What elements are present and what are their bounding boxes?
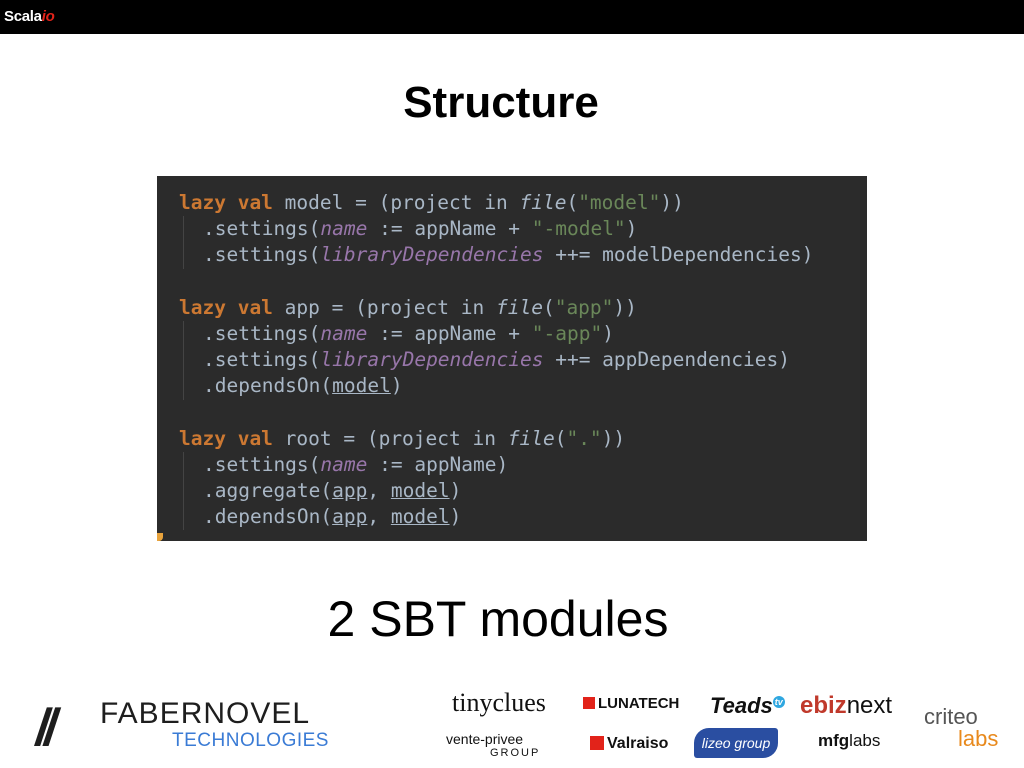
code-blank [179, 400, 814, 426]
mfg-text: mfg [818, 731, 850, 750]
valraiso-icon [590, 736, 604, 750]
code-text: .settings( [203, 243, 321, 267]
code-text: ++= modelDependencies) [543, 243, 814, 267]
code-func: file [495, 295, 543, 319]
code-text: := appName) [367, 452, 509, 476]
code-line-6: .settings(libraryDependencies ++= appDep… [179, 347, 814, 374]
code-line-5: .settings(name := appName + "-app") [179, 320, 814, 348]
code-text: , [367, 505, 391, 529]
code-ref: model [390, 479, 450, 503]
top-bar: Scalaio [0, 0, 1024, 34]
code-string: "." [566, 426, 602, 450]
code-blank [179, 269, 814, 295]
code-text: ( [566, 191, 579, 214]
code-line-9: .settings(name := appName) [179, 451, 814, 479]
code-line-4: lazy val app = (project in file("app")) [179, 295, 814, 321]
mfg-labs-text: labs [849, 731, 881, 750]
code-text: )) [601, 426, 626, 450]
slide-title: Structure [403, 78, 599, 127]
valraiso-text: Valraiso [607, 735, 669, 752]
code-keyword: lazy val [179, 191, 273, 214]
code-snippet: lazy val model = (project in file("model… [157, 176, 867, 541]
code-lines: lazy val model = (project in file("model… [179, 190, 814, 531]
mfg-labs-logo: mfglabs [818, 731, 880, 751]
code-text: )) [660, 191, 684, 214]
code-keyword: lazy val [179, 426, 273, 450]
code-line-11: .dependsOn(app, model) [179, 504, 814, 531]
code-text: ( [554, 426, 567, 450]
ebiznext-text-b: next [846, 692, 893, 719]
code-text: app = (project in [272, 295, 496, 319]
code-text: .settings( [203, 348, 321, 372]
code-ref: app [332, 505, 368, 529]
teads-text: Teads [710, 693, 773, 718]
code-line-7: .dependsOn(model) [179, 373, 814, 400]
code-string: "model" [578, 191, 661, 214]
code-string: "app" [554, 295, 614, 319]
code-text: model = (project in [272, 191, 520, 214]
code-line-2: .settings(name := appName + "-model") [179, 216, 814, 243]
code-ref: model [390, 505, 450, 529]
code-text: .settings( [203, 452, 321, 476]
brand-main: Scala [4, 8, 42, 25]
code-prop: name [320, 452, 368, 476]
ebiznext-text-a: ebiz [800, 692, 847, 719]
code-string: "-model" [531, 217, 626, 241]
code-text: := appName + [367, 321, 532, 345]
tinyclues-logo: tinyclues [452, 688, 546, 717]
vente-privee-text: vente-privee [446, 731, 524, 747]
fabernovel-technologies: TECHNOLOGIES [172, 730, 329, 751]
fabernovel-name: FABERNOVEL [100, 697, 311, 730]
code-text: , [367, 479, 391, 503]
teads-badge: tv [772, 695, 785, 708]
code-text: )) [613, 295, 637, 319]
code-text: .settings( [203, 217, 321, 241]
code-string: "-app" [531, 321, 603, 345]
code-text: ) [390, 374, 403, 398]
valraiso-logo: Valraiso [590, 735, 668, 753]
lunatech-text: LUNATECH [598, 695, 680, 712]
code-text: .dependsOn( [203, 505, 333, 529]
text-caret [157, 533, 163, 541]
code-text: ) [625, 217, 638, 241]
code-prop: name [320, 321, 368, 345]
code-line-1: lazy val model = (project in file("model… [179, 190, 814, 216]
code-line-10: .aggregate(app, model) [179, 478, 814, 505]
ebiznext-logo: ebiznext [800, 692, 892, 720]
code-ref: model [332, 374, 391, 398]
code-text: ++= appDependencies) [543, 348, 791, 372]
brand-accent: io [41, 8, 55, 25]
code-prop: libraryDependencies [320, 348, 544, 372]
code-prop: name [320, 217, 368, 241]
slide-subtitle: 2 SBT modules [327, 591, 669, 647]
code-prop: libraryDependencies [320, 243, 544, 267]
code-text: ) [449, 505, 462, 529]
code-text: root = (project in [272, 426, 508, 450]
code-text: ) [449, 479, 462, 503]
criteo-text: criteo [924, 704, 978, 729]
code-keyword: lazy val [179, 295, 273, 319]
code-text: := appName + [367, 217, 532, 241]
code-line-3: .settings(libraryDependencies ++= modelD… [179, 242, 814, 269]
criteo-labs-text: labs [958, 726, 999, 751]
lunatech-logo: LUNATECH [583, 695, 679, 712]
scalaio-logo: Scalaio [4, 8, 55, 25]
code-text: .aggregate( [203, 479, 333, 503]
code-ref: app [332, 479, 368, 503]
code-text: .settings( [203, 321, 321, 345]
code-text: .dependsOn( [203, 374, 333, 398]
vente-privee-group: GROUP [490, 747, 541, 759]
code-line-8: lazy val root = (project in file(".")) [179, 426, 814, 452]
fabernovel-slashes: // [31, 699, 57, 757]
code-text: ) [602, 321, 614, 345]
code-func: file [519, 191, 567, 214]
code-func: file [507, 426, 555, 450]
lunatech-icon [583, 697, 595, 709]
lizeo-logo: lizeo group [694, 728, 778, 758]
code-text: ( [542, 295, 555, 319]
